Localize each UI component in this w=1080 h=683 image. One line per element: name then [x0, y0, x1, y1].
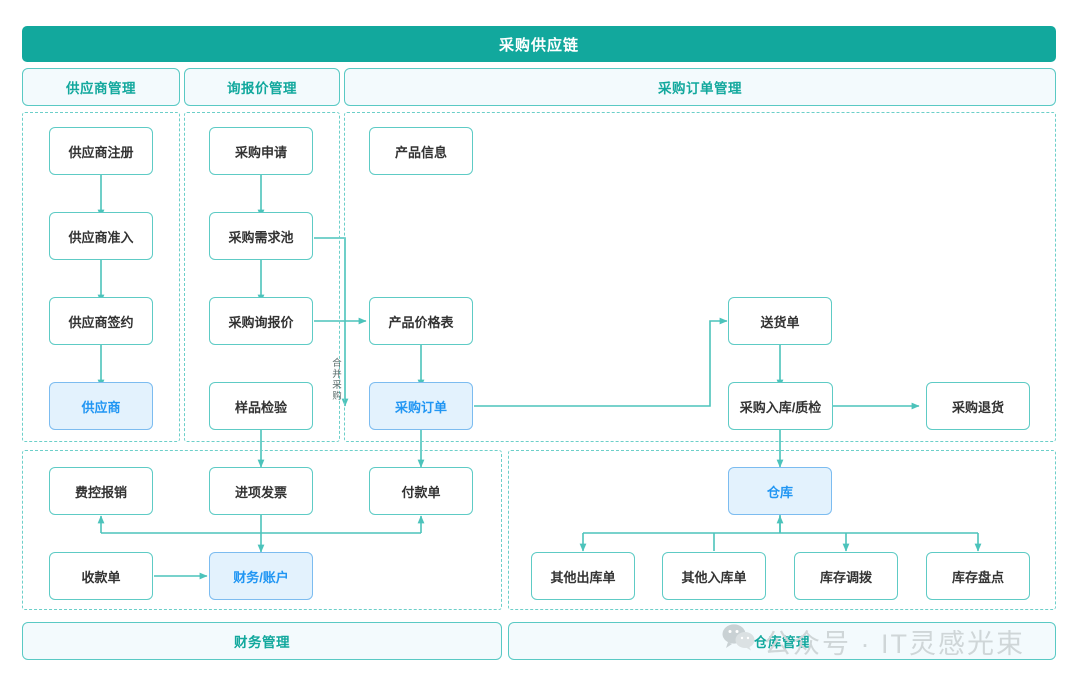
section-header-po-mgmt[interactable]: 采购订单管理	[344, 68, 1056, 106]
node-purchase-return[interactable]: 采购退货	[926, 382, 1030, 430]
group-po-mgmt	[344, 112, 1056, 442]
edge-label-merge-purchase: 合并采购	[332, 358, 342, 402]
section-header-warehouse-mgmt[interactable]: 仓库管理	[508, 622, 1056, 660]
node-receipt-qc[interactable]: 采购入库/质检	[728, 382, 833, 430]
node-expense-claim[interactable]: 费控报销	[49, 467, 153, 515]
node-finance-account[interactable]: 财务/账户	[209, 552, 313, 600]
node-demand-pool[interactable]: 采购需求池	[209, 212, 313, 260]
node-stock-transfer[interactable]: 库存调拨	[794, 552, 898, 600]
node-payment-voucher[interactable]: 付款单	[369, 467, 473, 515]
section-header-supplier-mgmt[interactable]: 供应商管理	[22, 68, 180, 106]
node-sample-inspect[interactable]: 样品检验	[209, 382, 313, 430]
node-purchase-order[interactable]: 采购订单	[369, 382, 473, 430]
group-warehouse-mgmt	[508, 450, 1056, 610]
node-other-outbound[interactable]: 其他出库单	[531, 552, 635, 600]
node-supplier-access[interactable]: 供应商准入	[49, 212, 153, 260]
section-header-rfq-mgmt[interactable]: 询报价管理	[184, 68, 340, 106]
section-header-finance-mgmt[interactable]: 财务管理	[22, 622, 502, 660]
node-input-invoice[interactable]: 进项发票	[209, 467, 313, 515]
page-title: 采购供应链	[22, 26, 1056, 62]
node-supplier-contract[interactable]: 供应商签约	[49, 297, 153, 345]
group-rfq-mgmt	[184, 112, 340, 442]
node-price-list[interactable]: 产品价格表	[369, 297, 473, 345]
node-supplier[interactable]: 供应商	[49, 382, 153, 430]
node-receipt-voucher[interactable]: 收款单	[49, 552, 153, 600]
node-product-info[interactable]: 产品信息	[369, 127, 473, 175]
node-purchase-request[interactable]: 采购申请	[209, 127, 313, 175]
node-purchase-rfq[interactable]: 采购询报价	[209, 297, 313, 345]
node-delivery-note[interactable]: 送货单	[728, 297, 832, 345]
node-stock-count[interactable]: 库存盘点	[926, 552, 1030, 600]
group-supplier-mgmt	[22, 112, 180, 442]
node-warehouse[interactable]: 仓库	[728, 467, 832, 515]
node-supplier-register[interactable]: 供应商注册	[49, 127, 153, 175]
group-finance-mgmt	[22, 450, 502, 610]
node-other-inbound[interactable]: 其他入库单	[662, 552, 766, 600]
